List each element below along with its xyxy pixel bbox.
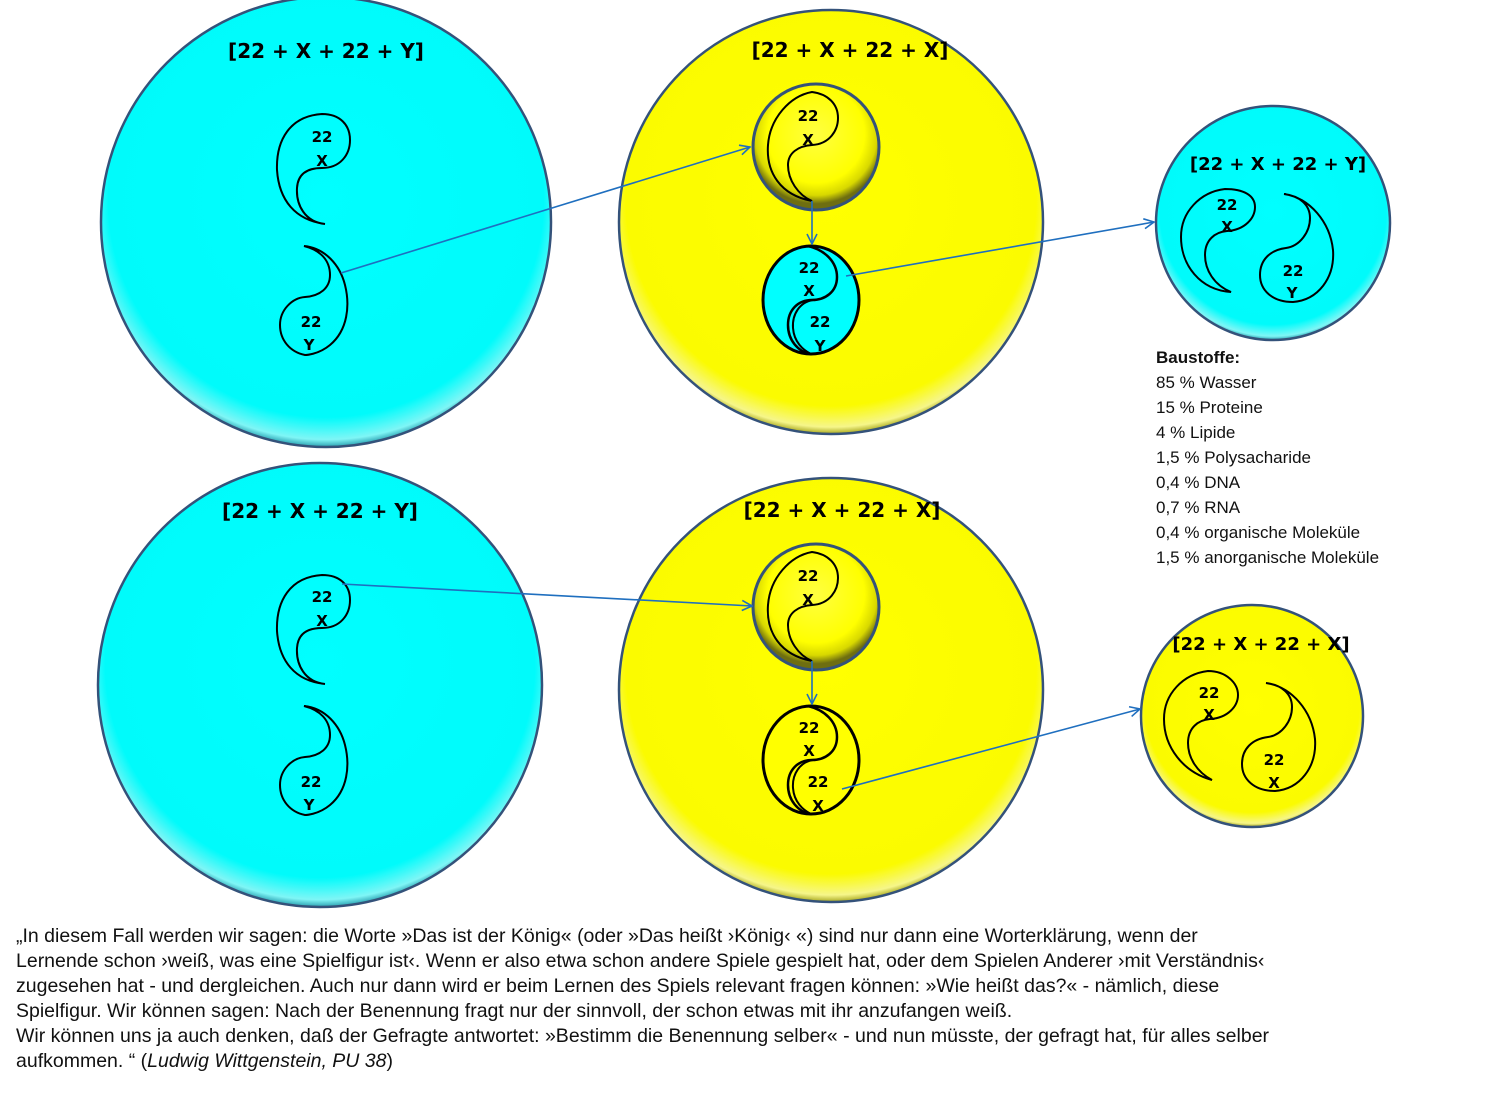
egg-nucleus: 22 X — [751, 82, 881, 212]
baustoffe-item: 1,5 % anorganische Moleküle — [1156, 548, 1380, 567]
chromosome-x: 22 X — [1179, 187, 1257, 293]
cell-membrane — [617, 476, 1045, 904]
chromosome-x: 22 X — [275, 573, 352, 685]
zygote-nucleus: 22 X 22 X — [761, 704, 861, 816]
chromosome-sex: X — [1221, 218, 1233, 236]
cell-membrane — [96, 461, 544, 909]
chromosome-sex: X — [802, 131, 814, 149]
chromosome-number: 22 — [799, 719, 820, 737]
chromosome-sex: X — [803, 282, 815, 300]
cell-membrane — [99, 0, 553, 449]
chromosome-sex: X — [803, 742, 815, 760]
cell-membrane — [617, 8, 1045, 436]
chromosome-number: 22 — [1264, 751, 1285, 769]
baustoffe-item: 1,5 % Polysacharide — [1156, 448, 1311, 467]
chromosome-number: 22 — [798, 107, 819, 125]
cell-formula: [22 + X + 22 + Y] — [222, 499, 418, 523]
cell-formula: [22 + X + 22 + X] — [752, 38, 949, 62]
chromosome-sex: X — [812, 797, 824, 815]
quote-line: zugesehen hat - und dergleichen. Auch nu… — [16, 975, 1220, 997]
cell-formula: [22 + X + 22 + Y] — [1190, 154, 1366, 175]
cell-bottom-right: [22 + X + 22 + X] 22 X 22 X — [1139, 603, 1365, 829]
chromosome-number: 22 — [810, 313, 831, 331]
chromosome-x: 22 X — [1162, 669, 1240, 781]
cell-top-left: [22 + X + 22 + Y] 22 X 22 Y — [99, 0, 553, 449]
baustoffe-list: Baustoffe: 85 % Wasser 15 % Proteine 4 %… — [1156, 345, 1379, 570]
cell-bottom-left: [22 + X + 22 + Y] 22 X 22 Y — [96, 461, 544, 909]
arrow-x-to-egg-bottom — [341, 583, 752, 606]
chromosome-number: 22 — [799, 259, 820, 277]
chromosome-y: 22 Y — [278, 245, 349, 357]
quote-end-text: aufkommen. “ ( — [16, 1050, 148, 1072]
chromosome-x: 22 X — [275, 112, 352, 225]
chromosome-sex: Y — [303, 796, 316, 814]
arrow-zygote-to-cell-top — [845, 222, 1154, 277]
chromosome-number: 22 — [301, 313, 322, 331]
baustoffe-item: 0,4 % DNA — [1156, 473, 1241, 492]
quote-citation: Ludwig Wittgenstein, PU 38 — [147, 1050, 387, 1072]
quote-line: Wir können uns ja auch denken, daß der G… — [16, 1025, 1270, 1047]
cell-formula: [22 + X + 22 + Y] — [228, 39, 424, 63]
arrow-y-to-egg-top — [340, 147, 750, 274]
baustoffe-item: 0,7 % RNA — [1156, 498, 1241, 517]
chromosome-number: 22 — [312, 128, 333, 146]
chromosome-y: 22 Y — [278, 705, 349, 817]
chromosome-number: 22 — [1283, 262, 1304, 280]
quote-line: Lernende schon ›weiß, was eine Spielfigu… — [16, 950, 1265, 972]
chromosome-sex: Y — [814, 337, 827, 355]
chromosome-x-second: 22 X — [1240, 682, 1317, 793]
chromosome-number: 22 — [808, 773, 829, 791]
cell-formula: [22 + X + 22 + X] — [744, 498, 941, 522]
chromosome-number: 22 — [1217, 196, 1238, 214]
cell-bottom-middle: [22 + X + 22 + X] 22 X 22 X 22 X — [617, 476, 1045, 904]
quote-line: „In diesem Fall werden wir sagen: die Wo… — [16, 925, 1198, 947]
chromosome-sex: X — [1203, 706, 1215, 724]
baustoffe-item: 15 % Proteine — [1156, 398, 1263, 417]
quote-line: Spielfigur. Wir können sagen: Nach der B… — [16, 1000, 1013, 1022]
cell-top-middle: [22 + X + 22 + X] 22 X 22 X 22 Y — [617, 8, 1045, 436]
cell-diagram: [22 + X + 22 + Y] 22 X 22 Y [22 + X + 22… — [96, 0, 1392, 909]
baustoffe-heading: Baustoffe: — [1156, 348, 1241, 367]
zygote-nucleus: 22 X 22 Y — [761, 244, 861, 356]
cell-formula: [22 + X + 22 + X] — [1172, 634, 1349, 655]
chromosome-sex: X — [1268, 774, 1280, 792]
egg-nucleus: 22 X — [751, 542, 881, 672]
baustoffe-item: 85 % Wasser — [1156, 373, 1257, 392]
chromosome-number: 22 — [1199, 684, 1220, 702]
quote-line-last: aufkommen. “ (Ludwig Wittgenstein, PU 38… — [16, 1049, 1496, 1074]
baustoffe-item: 0,4 % organische Moleküle — [1156, 523, 1361, 542]
arrow-zygote-to-cell-bottom — [841, 709, 1140, 790]
chromosome-sex: X — [316, 152, 328, 170]
baustoffe-item: 4 % Lipide — [1156, 423, 1236, 442]
chromosome-sex: X — [802, 591, 814, 609]
cell-membrane — [1154, 104, 1392, 342]
chromosome-sex: Y — [1286, 284, 1299, 302]
chromosome-number: 22 — [301, 773, 322, 791]
chromosome-number: 22 — [312, 588, 333, 606]
cell-top-right: [22 + X + 22 + Y] 22 X 22 Y — [1154, 104, 1392, 342]
wittgenstein-quote: „In diesem Fall werden wir sagen: die Wo… — [16, 924, 1496, 1074]
chromosome-y: 22 Y — [1258, 193, 1335, 304]
chromosome-sex: Y — [303, 336, 316, 354]
quote-closing: ) — [386, 1050, 394, 1072]
chromosome-number: 22 — [798, 567, 819, 585]
chromosome-sex: X — [316, 612, 328, 630]
